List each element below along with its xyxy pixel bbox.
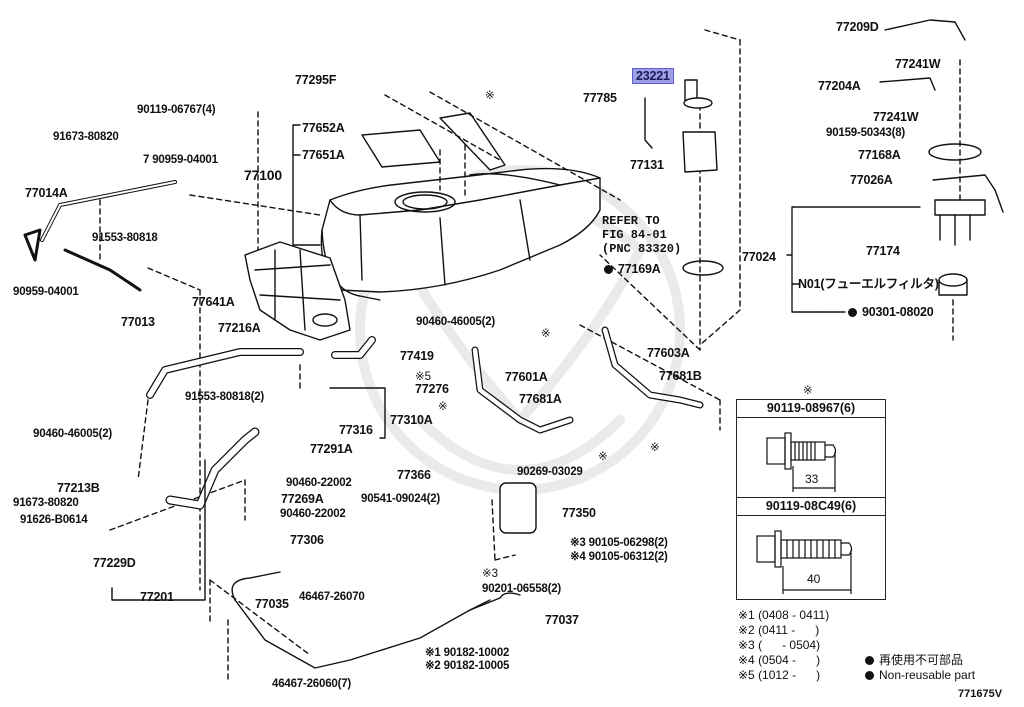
part-label-91673-80820[interactable]: 91673-80820 xyxy=(53,131,119,143)
part-label-77026A[interactable]: 77026A xyxy=(850,173,893,187)
part-label-90959-04001[interactable]: 90959-04001 xyxy=(13,286,79,298)
part-label-90541-09024[interactable]: 90541-09024(2) xyxy=(361,493,441,505)
note-marker: ※ xyxy=(598,451,608,463)
part-label-91626-B0614[interactable]: 91626-B0614 xyxy=(20,514,88,526)
part-label-90959-04001[interactable]: 7 90959-04001 xyxy=(143,154,218,166)
note-marker: ※ xyxy=(541,328,551,340)
heat-shield-2 xyxy=(439,112,506,171)
refer-to-figure-note[interactable]: REFER TO FIG 84-01 (PNC 83320) xyxy=(602,214,682,256)
part-label-77785[interactable]: 77785 xyxy=(583,91,617,105)
date-code-5: ※5 (1012 - ) xyxy=(738,668,821,682)
part-label-77419[interactable]: 77419 xyxy=(400,349,434,363)
part-label-77316[interactable]: 77316 xyxy=(339,423,373,437)
part-label-90119-06767[interactable]: 90119-06767(4) xyxy=(137,104,216,116)
date-note-marker: ※5 xyxy=(415,371,432,383)
heat-shield-1 xyxy=(361,129,441,168)
part-label-77100[interactable]: 77100 xyxy=(244,167,282,183)
part-label-77366[interactable]: 77366 xyxy=(397,468,431,482)
tank-protector-drawing xyxy=(244,241,351,341)
part-label-77168A[interactable]: 77168A xyxy=(858,148,901,162)
fuel-tank-drawing xyxy=(320,167,601,301)
non-reusable-dot xyxy=(865,656,874,665)
part-label-90182-10002[interactable]: ※1 90182-10002 xyxy=(425,647,510,659)
part-label-77204A[interactable]: 77204A xyxy=(818,79,861,93)
note-marker: ※ xyxy=(650,442,660,454)
part-label-77295F[interactable]: 77295F xyxy=(295,73,337,87)
part-label-77306[interactable]: 77306 xyxy=(290,533,324,547)
part-label-77681A[interactable]: 77681A xyxy=(519,392,562,406)
bolt-table-1: 90119-08967(6) 33 xyxy=(736,399,886,499)
part-label-90105-06312[interactable]: ※4 90105-06312(2) xyxy=(570,551,668,563)
part-label-46467-26060[interactable]: 46467-26060(7) xyxy=(272,678,352,690)
part-label-77213B[interactable]: 77213B xyxy=(57,481,100,495)
bolt-icon xyxy=(756,530,853,594)
bolt-table-2: 90119-08C49(6) 40 xyxy=(736,497,886,600)
note-marker: ※ xyxy=(485,90,495,102)
part-label-46467-26070[interactable]: 46467-26070 xyxy=(299,591,365,603)
part-label-90105-06298[interactable]: ※3 90105-06298(2) xyxy=(570,537,668,549)
legend-non-reusable-en: Non-reusable part xyxy=(865,668,975,683)
non-reusable-dot xyxy=(604,265,613,274)
part-label-N01-fuel-filter[interactable]: N01(フューエルフィルタ) xyxy=(798,277,939,291)
part-label-77651A[interactable]: 77651A xyxy=(302,148,345,162)
date-code-4: ※4 (0504 - ) xyxy=(738,653,821,667)
note-marker: ※ xyxy=(438,401,448,413)
part-label-77291A[interactable]: 77291A xyxy=(310,442,353,456)
guide-lines xyxy=(99,29,961,681)
part-label-77601A[interactable]: 77601A xyxy=(505,370,548,384)
part-label-77681B[interactable]: 77681B xyxy=(659,369,702,383)
part-label-90269-03029[interactable]: 90269-03029 xyxy=(517,466,583,478)
part-label-91553-80818[interactable]: 91553-80818 xyxy=(92,232,158,244)
part-label-77209D[interactable]: 77209D xyxy=(836,20,879,34)
part-label-77229D[interactable]: 77229D xyxy=(93,556,136,570)
part-label-90460-22002[interactable]: 90460-22002 xyxy=(280,508,346,520)
part-label-77276[interactable]: 77276 xyxy=(415,382,449,396)
part-label-77035[interactable]: 77035 xyxy=(255,597,289,611)
date-code-2: ※2 (0411 - ) xyxy=(738,623,820,637)
part-label-77241W[interactable]: 77241W xyxy=(895,57,941,71)
part-label-77014A[interactable]: 77014A xyxy=(25,186,68,200)
part-label-77024[interactable]: 77024 xyxy=(742,250,776,264)
part-label-90460-46005[interactable]: 90460-46005(2) xyxy=(33,428,113,440)
part-label-77174[interactable]: 77174 xyxy=(866,244,900,258)
date-code-1: ※1 (0408 - 0411) xyxy=(738,608,830,622)
part-label-77241W[interactable]: 77241W xyxy=(873,110,919,124)
part-label-90301-08020[interactable]: 90301-08020 xyxy=(848,305,934,319)
bolt-part-number[interactable]: 90119-08967(6) xyxy=(737,400,885,418)
part-label-77216A[interactable]: 77216A xyxy=(218,321,261,335)
bolt-icon xyxy=(766,432,837,492)
bolt-length: 40 xyxy=(807,572,821,586)
part-label-90182-10005[interactable]: ※2 90182-10005 xyxy=(425,660,510,672)
date-code-3: ※3 ( - 0504) xyxy=(738,638,821,652)
part-label-77350[interactable]: 77350 xyxy=(562,506,596,520)
bolt-table-marker: ※ xyxy=(803,385,813,397)
part-label-90460-22002[interactable]: 90460-22002 xyxy=(286,477,352,489)
non-reusable-dot xyxy=(865,671,874,680)
part-label-90460-46005[interactable]: 90460-46005(2) xyxy=(416,316,496,328)
part-label-77131[interactable]: 77131 xyxy=(630,158,664,172)
part-label-77169A[interactable]: 77169A xyxy=(604,262,661,276)
part-label-90159-50343[interactable]: 90159-50343(8) xyxy=(826,127,906,139)
legend-non-reusable-jp: 再使用不可部品 xyxy=(865,653,963,668)
bolt-length: 33 xyxy=(805,472,819,486)
non-reusable-dot xyxy=(848,308,857,317)
part-label-77201[interactable]: 77201 xyxy=(140,590,174,604)
bolt-part-number[interactable]: 90119-08C49(6) xyxy=(737,498,885,516)
part-label-77641A[interactable]: 77641A xyxy=(192,295,235,309)
part-label-77013[interactable]: 77013 xyxy=(121,315,155,329)
illustration-code: 771675V xyxy=(958,688,1003,700)
part-label-77037[interactable]: 77037 xyxy=(545,613,579,627)
part-label-91673-80820[interactable]: 91673-80820 xyxy=(13,497,79,509)
part-label-77652A[interactable]: 77652A xyxy=(302,121,345,135)
part-label-90201-06558[interactable]: 90201-06558(2) xyxy=(482,583,562,595)
part-label-77269A[interactable]: 77269A xyxy=(281,492,324,506)
date-note-marker: ※3 xyxy=(482,568,499,580)
part-label-91553-80818[interactable]: 91553-80818(2) xyxy=(185,391,265,403)
part-label-77310A[interactable]: 77310A xyxy=(390,413,433,427)
part-label-23221-highlighted[interactable]: 23221 xyxy=(632,68,674,84)
part-label-77603A[interactable]: 77603A xyxy=(647,346,690,360)
